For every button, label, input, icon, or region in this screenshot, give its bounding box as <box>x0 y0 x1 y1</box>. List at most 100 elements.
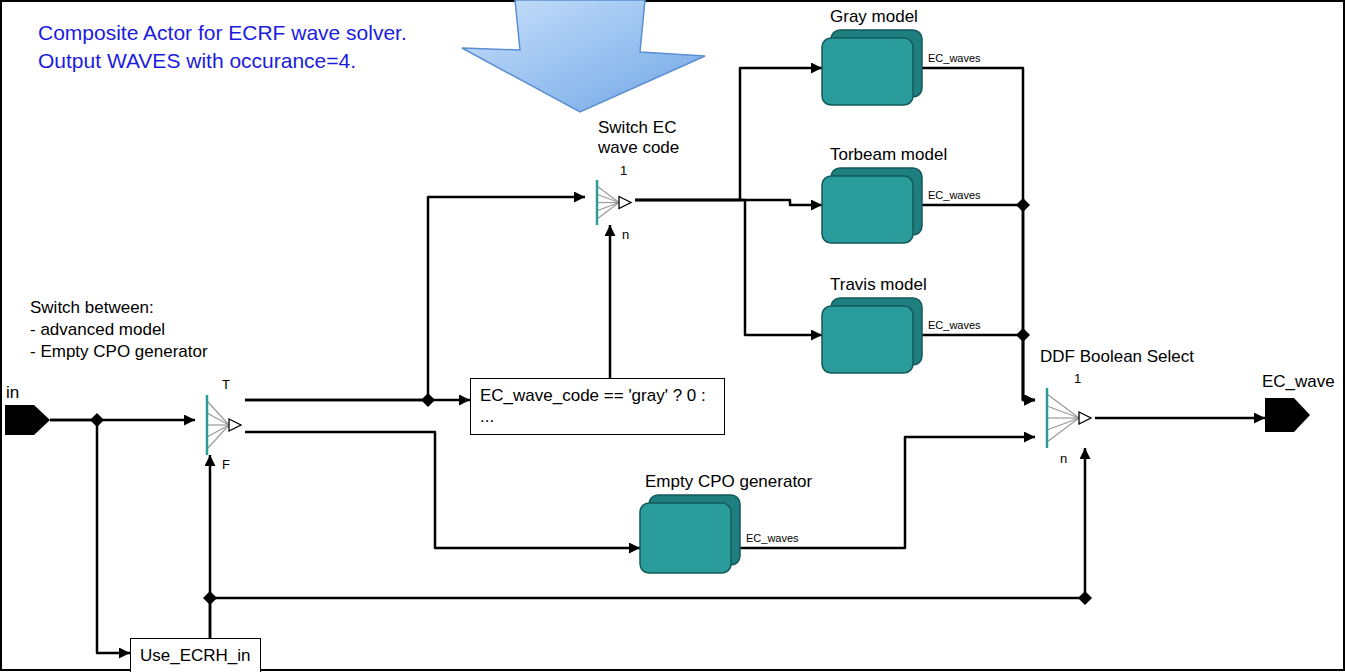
port-label: EC_waves <box>746 532 799 545</box>
actor-icon <box>822 298 922 373</box>
switch-output-triangle <box>1079 412 1091 424</box>
expression-text: EC_wave_code == 'gray' ? 0 : ... <box>480 385 712 428</box>
switch-fan-line <box>207 413 229 425</box>
annotation-note: Composite Actor for ECRF wave solver. <box>38 20 407 45</box>
connector <box>210 448 1085 638</box>
actor-body <box>822 306 913 373</box>
switch-bus <box>206 395 209 455</box>
switch-fan-line <box>597 203 619 211</box>
relation-diamond <box>1078 591 1092 605</box>
switch-output-triangle <box>229 419 241 431</box>
port-arrow <box>5 405 50 435</box>
port-icon <box>5 405 50 435</box>
box-shape: Use_ECRH_in <box>130 638 261 672</box>
switch-fan-line <box>1047 418 1079 430</box>
actor-shape <box>822 168 922 243</box>
switch-actor: Switch between:- advanced model- Empty C… <box>30 298 245 455</box>
switch-actor: DDF Boolean Select1n <box>1035 347 1095 448</box>
switch-fan-line <box>207 401 229 425</box>
actor-icon <box>640 495 740 573</box>
select-label: DDF Boolean Select <box>1040 347 1194 367</box>
switch-bus <box>596 180 599 225</box>
port-icon <box>1265 398 1310 432</box>
port-number: n <box>622 227 629 243</box>
switch-shape <box>1035 388 1095 448</box>
connector <box>50 420 130 653</box>
text-box: Use_ECRH_in <box>130 638 248 668</box>
switch-fan-line <box>1047 394 1079 418</box>
relation-diamond <box>1016 328 1030 342</box>
port-shape <box>1265 398 1310 432</box>
actor-name: Empty CPO generator <box>645 472 812 492</box>
connector <box>740 437 1035 548</box>
port-label: EC_waves <box>928 52 981 65</box>
connector <box>245 432 640 548</box>
composite-actor: Torbeam modelEC_waves <box>822 145 922 243</box>
switch-fan-line <box>597 186 619 203</box>
switch-fan-line <box>207 424 229 425</box>
port-shape <box>5 405 50 435</box>
relation-diamond <box>203 591 217 605</box>
switch-fan-line <box>207 425 229 437</box>
actor-body <box>640 503 731 573</box>
switch-shape <box>585 180 635 225</box>
switch-fan-line <box>1047 406 1079 418</box>
switch-fan-line <box>597 202 619 203</box>
switch-fan-line <box>1047 418 1079 442</box>
pointer-arrow <box>462 0 705 112</box>
actor-body <box>822 38 913 105</box>
port-label: EC_waves <box>928 319 981 332</box>
port-letter: F <box>222 457 230 473</box>
switch-label: - advanced model <box>30 320 165 340</box>
connector <box>922 68 1035 400</box>
switch-actor: Switch EC wave code1n <box>585 118 635 225</box>
io-port: EC_wave <box>1262 372 1310 432</box>
switch-label: - Empty CPO generator <box>30 342 208 362</box>
actor-name: Torbeam model <box>830 145 947 165</box>
switch-shape <box>195 395 245 455</box>
switch-icon <box>1035 388 1095 448</box>
relation-diamond <box>1016 198 1030 212</box>
composite-actor: Travis modelEC_waves <box>822 275 922 373</box>
parameter-text: Use_ECRH_in <box>140 645 251 666</box>
actor-body <box>822 176 913 243</box>
text-box: EC_wave_code == 'gray' ? 0 : ... <box>470 378 725 418</box>
connector <box>245 399 470 402</box>
composite-actor: Empty CPO generatorEC_waves <box>640 472 740 573</box>
switch-icon <box>195 395 245 455</box>
port-letter: T <box>222 377 230 393</box>
relation-diamond <box>90 413 104 427</box>
actor-name: Travis model <box>830 275 927 295</box>
switch-fan-line <box>207 425 229 449</box>
port-number: n <box>1060 451 1067 467</box>
port-label: EC_waves <box>928 189 981 202</box>
switch-bus <box>1046 388 1049 448</box>
switch-label: Switch EC wave code <box>598 118 698 159</box>
actor-shape <box>822 30 922 105</box>
port-number: 1 <box>1074 371 1081 387</box>
actor-icon <box>822 168 922 243</box>
actor-shape <box>640 495 740 573</box>
port-arrow <box>1265 398 1310 432</box>
port-name: in <box>6 383 19 403</box>
connector <box>245 197 585 400</box>
switch-icon <box>585 180 635 225</box>
io-port: in <box>5 383 50 435</box>
actor-shape <box>822 298 922 373</box>
relation-diamond <box>421 393 435 407</box>
connector <box>922 205 1035 400</box>
relation-vertices <box>90 198 1092 605</box>
port-name: EC_wave <box>1262 372 1335 392</box>
actor-name: Gray model <box>830 7 918 27</box>
connector <box>609 225 612 378</box>
box-shape: EC_wave_code == 'gray' ? 0 : ... <box>470 378 725 435</box>
switch-output-triangle <box>619 197 631 209</box>
connector <box>635 200 822 335</box>
switch-fan-line <box>1047 417 1079 418</box>
port-number: 1 <box>620 163 627 179</box>
switch-fan-line <box>597 194 619 202</box>
annotation-note: Output WAVES with occurance=4. <box>38 48 356 73</box>
